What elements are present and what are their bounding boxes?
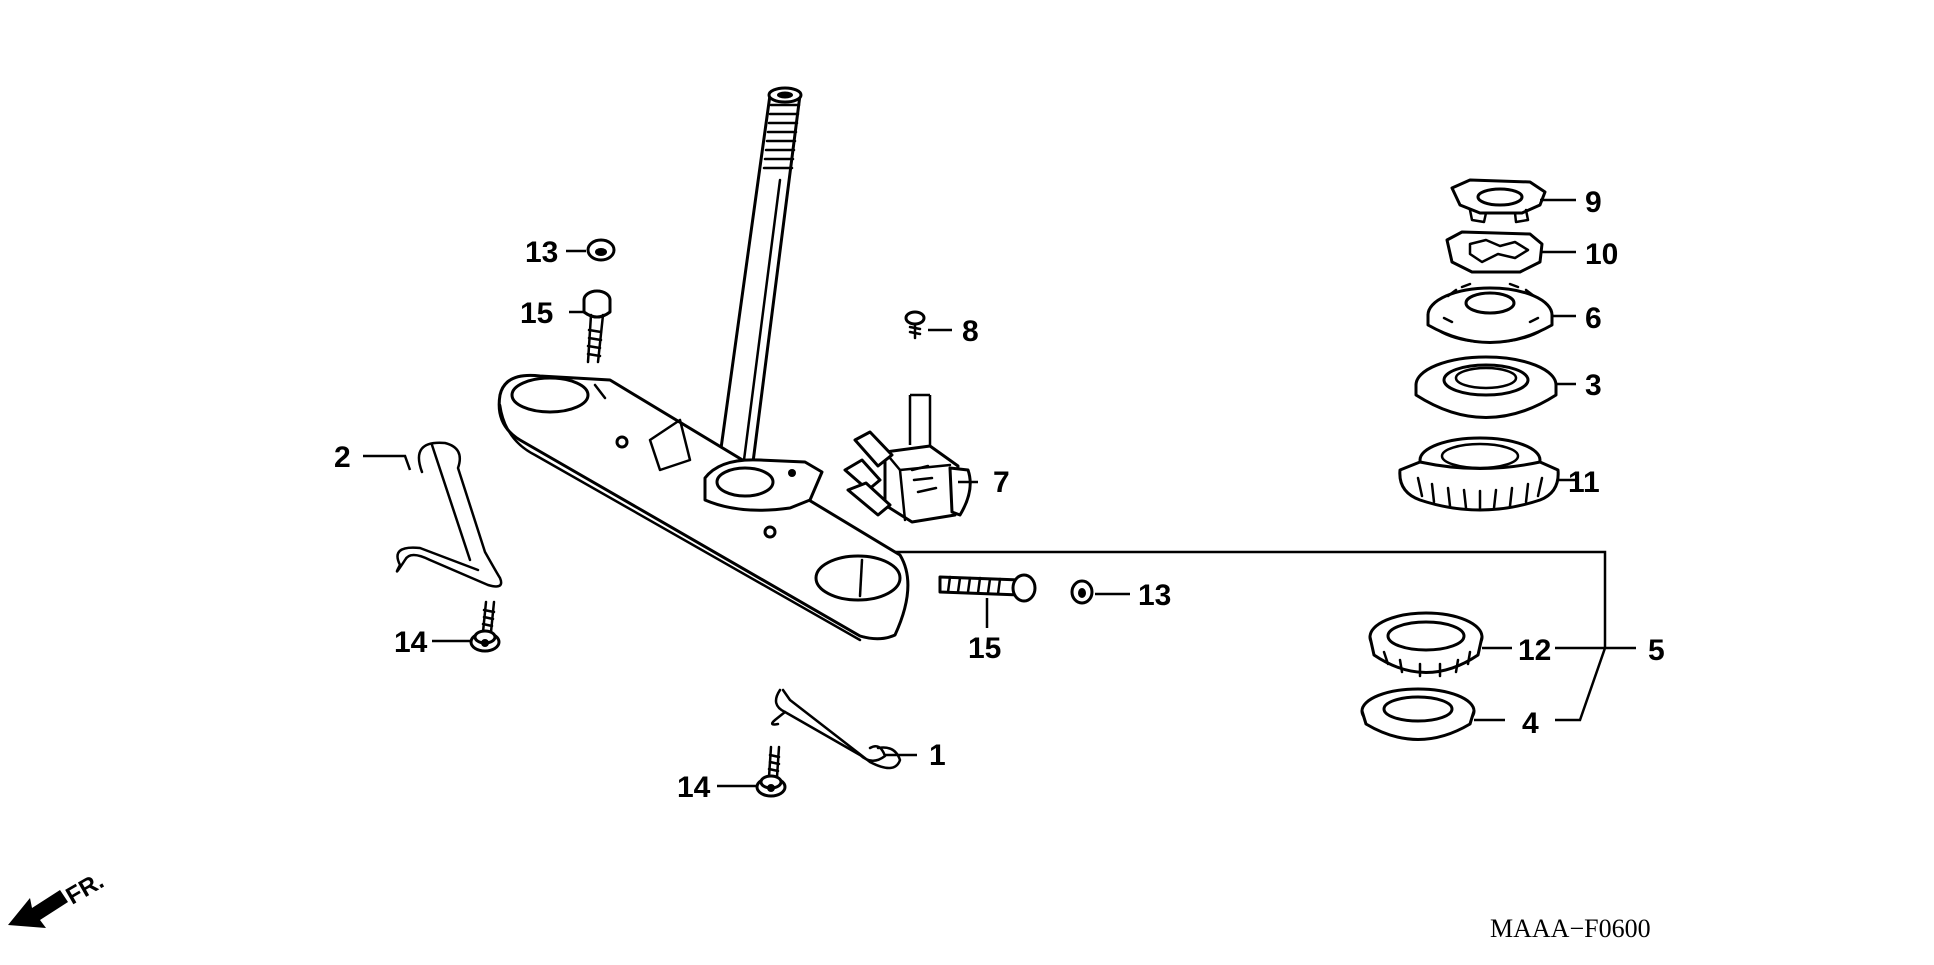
bolt-14-bottom [755, 745, 787, 798]
dust-seal-4 [1360, 687, 1476, 741]
wire-clip-1 [770, 688, 902, 770]
callout-2: 2 [334, 441, 351, 474]
nut-13-right [1070, 579, 1094, 605]
callout-labels: 13 15 2 14 14 1 8 7 15 13 9 10 6 3 11 12… [334, 186, 1665, 804]
bolt-14-left [469, 600, 501, 653]
callout-13-upper: 13 [525, 236, 558, 269]
nut-13-upper [586, 238, 616, 262]
callout-13-right: 13 [1138, 579, 1171, 612]
callout-11: 11 [1568, 466, 1600, 499]
bearing-race-12 [1368, 611, 1484, 678]
under-bracket [497, 373, 910, 642]
callout-9: 9 [1585, 186, 1602, 219]
callout-14-left: 14 [394, 626, 428, 659]
callout-7: 7 [993, 466, 1010, 499]
steering-stem-shaft [716, 86, 803, 472]
callout-15-right: 15 [968, 632, 1001, 665]
dust-seal-3 [1414, 355, 1558, 419]
callout-14-bottom: 14 [677, 771, 711, 804]
tapered-bearing-11 [1398, 436, 1560, 512]
bolt-15-right [938, 573, 1037, 603]
callout-4: 4 [1522, 707, 1539, 740]
stem-nut-6 [1426, 282, 1554, 344]
lock-washer-9 [1450, 178, 1547, 224]
callout-6: 6 [1585, 302, 1602, 335]
callout-10: 10 [1585, 238, 1618, 271]
front-indicator-label: FR. [62, 867, 109, 910]
front-direction-arrow-icon: FR. [8, 867, 108, 928]
bolt-15-upper [582, 289, 612, 364]
leader-lines [363, 198, 1636, 788]
wire-clip-2 [395, 441, 503, 588]
lock-nut-10 [1445, 230, 1544, 274]
callout-5: 5 [1648, 634, 1665, 667]
callout-8: 8 [962, 315, 979, 348]
callout-1: 1 [929, 739, 946, 772]
ignition-switch [843, 430, 972, 524]
screw-8 [904, 310, 926, 340]
callout-3: 3 [1585, 369, 1602, 402]
callout-15-upper: 15 [520, 297, 553, 330]
callout-12: 12 [1518, 634, 1551, 667]
drawing-code: MAAA−F0600 [1490, 914, 1651, 943]
